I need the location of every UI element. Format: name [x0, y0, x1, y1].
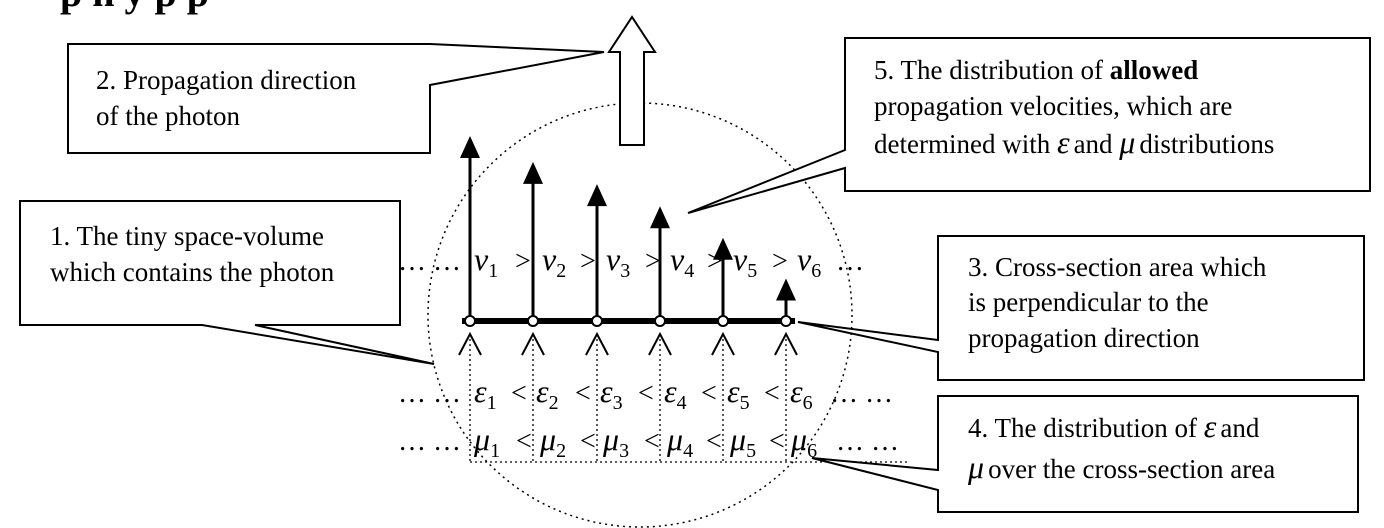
node-3: [591, 315, 603, 327]
node-5: [717, 315, 729, 327]
mu-dots-left: … …: [398, 426, 461, 457]
velocity-arrow-head-6: [776, 278, 796, 301]
mu-lt-4: <: [706, 426, 722, 457]
mu-lt-5: <: [769, 426, 785, 457]
velocity-arrow-head-2: [523, 161, 543, 184]
velocity-arrow-head-4: [650, 206, 670, 229]
cross-section-chevrons: [458, 331, 798, 356]
callout-2-line-2: of the photon: [96, 101, 240, 131]
velocity-gt-3: >: [645, 246, 661, 277]
callout-5-box: [687, 37, 1371, 214]
epsilon-2: ε2: [536, 373, 559, 414]
callout-2-propagation-direction: 2. Propagation direction of the photon: [67, 43, 605, 154]
callout-5-allowed-velocities: 5. The distribution of allowed propagati…: [687, 37, 1371, 214]
velocity-gt-1: >: [515, 246, 531, 277]
velocity-dots-left: … …: [398, 246, 461, 277]
mu-5: μ5: [729, 421, 756, 462]
epsilon-4: ε4: [664, 373, 687, 414]
chevron-6: [774, 331, 798, 356]
chevron-4: [648, 331, 672, 356]
epsilon-3: ε3: [600, 373, 623, 414]
velocity-arrow-head-5: [713, 237, 733, 260]
callout-3-line-3: propagation direction: [968, 323, 1200, 353]
space-volume-circle: [427, 102, 853, 528]
velocity-gt-2: >: [580, 246, 596, 277]
epsilon-lt-4: <: [701, 378, 717, 409]
epsilon-lt-5: <: [764, 378, 780, 409]
callout-4-box: [811, 395, 1359, 513]
epsilon-inequality: … … ε1 < ε2 < ε3 < ε4 < ε5 < ε6 … …: [398, 373, 893, 414]
velocity-v2: v2: [542, 241, 566, 282]
mu-inequality: … … μ1 < μ2 < μ3 < μ4 < μ5 < μ6 … …: [398, 421, 899, 462]
callout-3-box: [797, 235, 1365, 381]
velocity-dots-right: …: [836, 246, 864, 277]
node-4: [654, 315, 666, 327]
velocity-arrows: [460, 136, 796, 321]
velocity-v4: v4: [670, 241, 694, 282]
callout-1-line-2: which contains the photon: [50, 257, 335, 287]
mu-lt-2: <: [580, 426, 596, 457]
node-6: [780, 315, 792, 327]
velocity-arrow-head-3: [587, 184, 607, 207]
heading-fragment: p n y p p: [60, 0, 209, 15]
callout-3-line-2: is perpendicular to the: [968, 287, 1209, 317]
callout-1-space-volume: 1. The tiny space-volume which contains …: [19, 200, 435, 365]
mu-2: μ2: [539, 421, 566, 462]
callout-2-line-1: 2. Propagation direction: [96, 65, 357, 95]
callout-5-line-2: propagation velocities, which are: [874, 91, 1232, 121]
velocity-v3: v3: [606, 241, 630, 282]
epsilon-6: ε6: [790, 373, 813, 414]
epsilon-lt-3: <: [638, 378, 654, 409]
epsilon-dots-left: … …: [398, 378, 461, 409]
propagation-direction-arrow: [607, 15, 657, 146]
epsilon-5: ε5: [727, 373, 750, 414]
velocity-v6: v6: [797, 241, 821, 282]
mu-dots-right: … …: [836, 426, 899, 457]
chevron-2: [521, 331, 545, 356]
epsilon-1: ε1: [474, 373, 497, 414]
cross-section-nodes: [464, 315, 792, 327]
mu-6: μ6: [790, 421, 817, 462]
mu-1: μ1: [473, 421, 500, 462]
velocity-gt-5: >: [772, 246, 788, 277]
velocity-inequality: … … v1 > v2 > v3 > v4 > v5 > v6 …: [398, 241, 864, 282]
epsilon-dots-right: … …: [830, 378, 893, 409]
velocity-gt-4: >: [707, 246, 723, 277]
velocity-v5: v5: [733, 241, 757, 282]
chevron-3: [585, 331, 609, 356]
epsilon-lt-1: <: [511, 378, 527, 409]
chevron-5: [711, 331, 735, 356]
callout-1-box: [19, 200, 435, 365]
mu-3: μ3: [602, 421, 629, 462]
callout-3-cross-section: 3. Cross-section area which is perpendic…: [797, 235, 1365, 381]
callout-1-line-1: 1. The tiny space-volume: [50, 221, 324, 251]
node-1: [464, 315, 476, 327]
node-2: [527, 315, 539, 327]
velocity-arrow-head-1: [460, 136, 480, 158]
callout-5-line-1: 5. The distribution of allowed: [874, 55, 1198, 85]
callout-3-line-1: 3. Cross-section area which: [968, 252, 1267, 282]
mu-4: μ4: [666, 421, 693, 462]
callout-2-box: [67, 43, 605, 154]
epsilon-lt-2: <: [575, 378, 591, 409]
chevron-1: [458, 331, 482, 356]
mu-lt-1: <: [516, 426, 532, 457]
velocity-v1: v1: [474, 241, 498, 282]
mu-lt-3: <: [644, 426, 660, 457]
